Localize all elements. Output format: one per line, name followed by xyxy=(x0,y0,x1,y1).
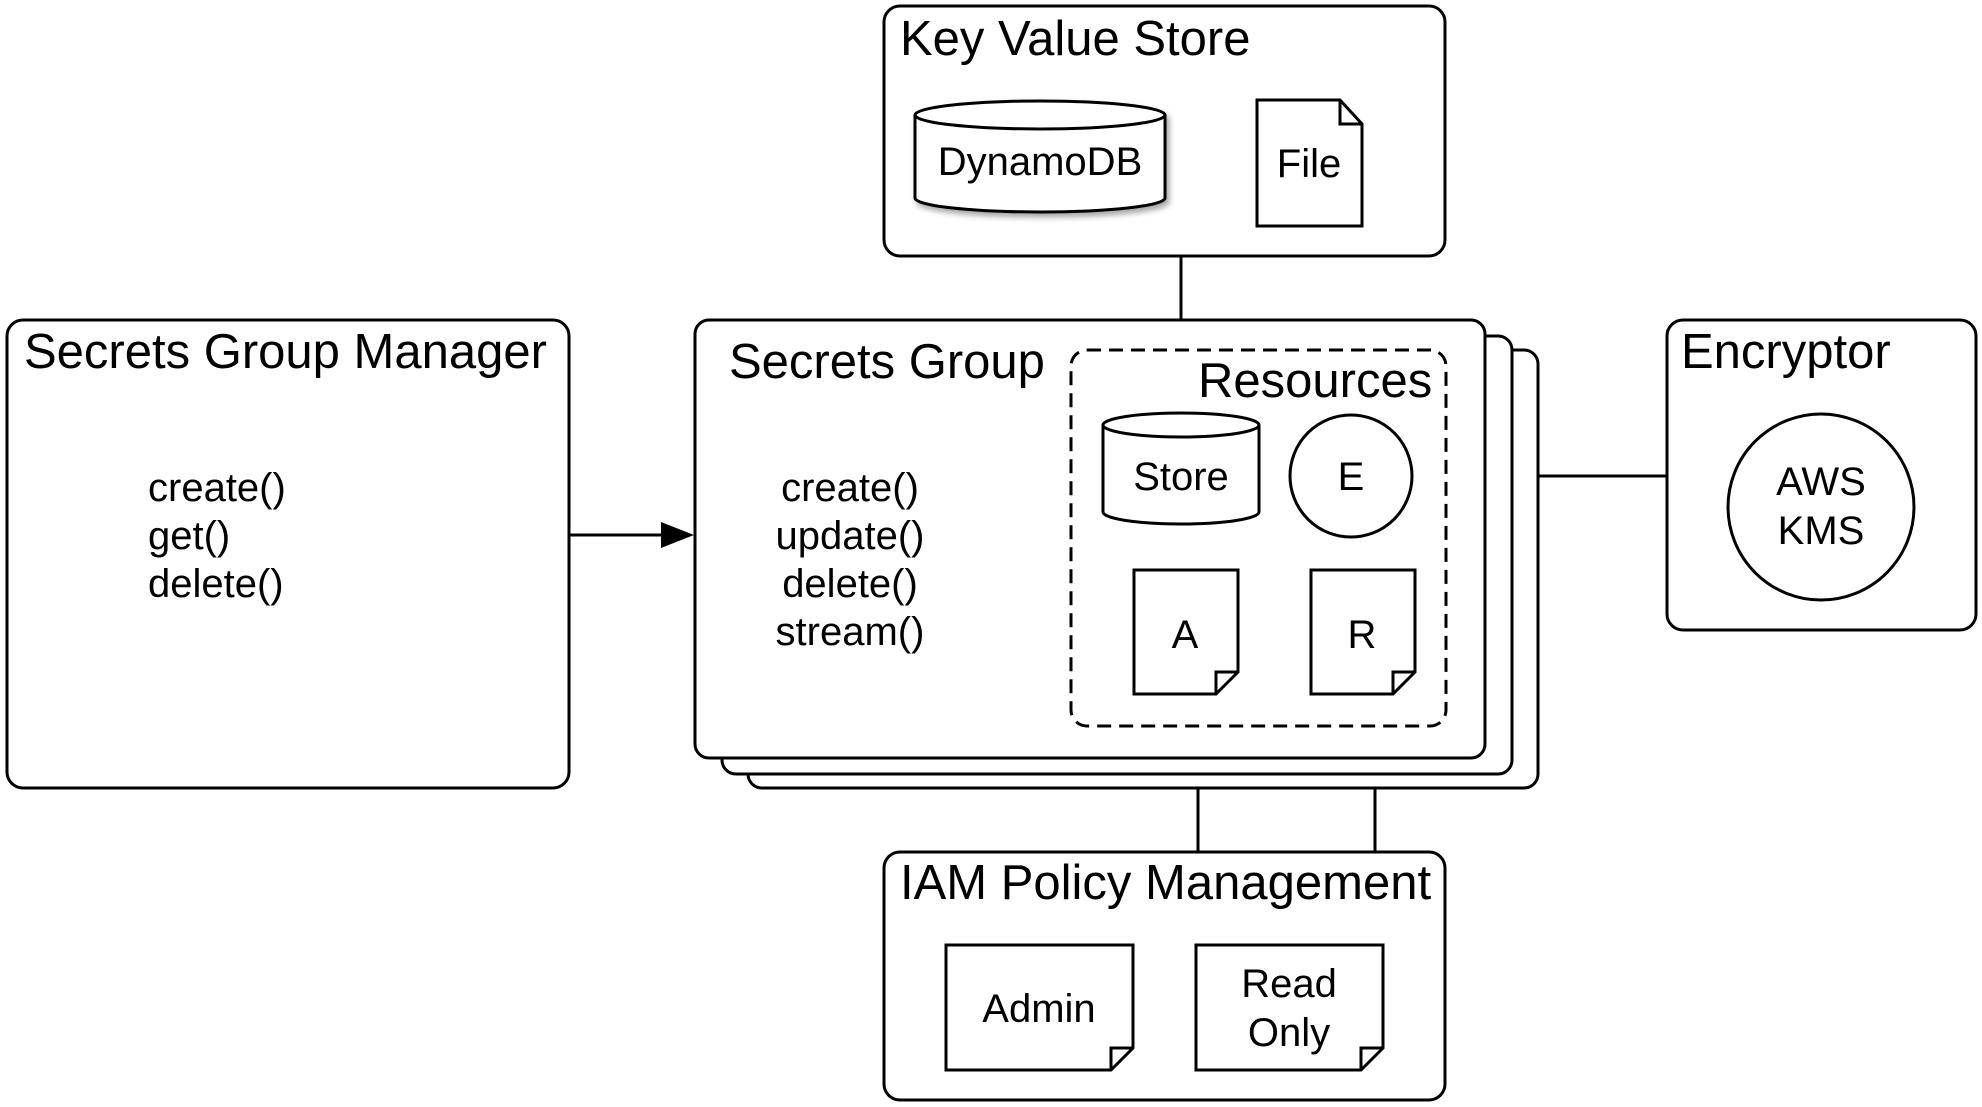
admin-policy-doc-label: A xyxy=(1172,613,1199,657)
key-value-store-box: Key Value Store DynamoDB File xyxy=(882,4,1447,258)
store-label: Store xyxy=(1133,455,1229,499)
admin-doc-icon xyxy=(944,943,1135,1072)
read-only-doc-icon xyxy=(1194,943,1385,1072)
file-icon xyxy=(1255,98,1364,228)
resources-title: Resources xyxy=(1198,354,1432,408)
kms-label-line1: AWS xyxy=(1776,460,1866,504)
dynamodb-label: DynamoDB xyxy=(938,140,1143,184)
read-policy-doc-icon xyxy=(1309,568,1417,696)
manager-method: delete() xyxy=(148,562,284,606)
kms-circle-icon xyxy=(1726,412,1916,602)
resources-box: Resources Store E A R xyxy=(1069,348,1448,728)
key-value-store-title: Key Value Store xyxy=(900,12,1250,66)
manager-method: create() xyxy=(148,466,286,510)
kms-label-line2: KMS xyxy=(1778,509,1865,553)
admin-doc-label: Admin xyxy=(982,987,1095,1031)
arrowhead-icon xyxy=(661,522,694,548)
iam-policy-management-box: IAM Policy Management Admin Read Only xyxy=(882,850,1447,1102)
read-only-doc-label-line2: Only xyxy=(1248,1011,1330,1055)
group-method: create() xyxy=(781,466,919,510)
read-only-doc-label-line1: Read xyxy=(1241,962,1337,1006)
iam-policy-management-title: IAM Policy Management xyxy=(900,856,1431,910)
secrets-group-title: Secrets Group xyxy=(729,335,1045,389)
encryptor-node-icon xyxy=(1288,413,1414,539)
group-method: stream() xyxy=(776,610,925,654)
file-label: File xyxy=(1277,142,1341,186)
store-database-icon xyxy=(1101,411,1261,526)
encryptor-title: Encryptor xyxy=(1681,325,1891,379)
group-method: delete() xyxy=(782,562,918,606)
read-policy-doc-label: R xyxy=(1348,613,1377,657)
encryptor-node-label: E xyxy=(1338,455,1365,499)
secrets-group-manager-title: Secrets Group Manager xyxy=(24,325,547,379)
group-method: update() xyxy=(776,514,925,558)
encryptor-box: Encryptor AWS KMS xyxy=(1665,318,1978,632)
admin-policy-doc-icon xyxy=(1132,568,1240,696)
database-icon xyxy=(913,99,1167,214)
secrets-group-manager-box: Secrets Group Manager create() get() del… xyxy=(5,318,571,790)
secrets-group-stack: Secrets Group create() update() delete()… xyxy=(693,318,1540,790)
manager-method: get() xyxy=(148,514,230,558)
